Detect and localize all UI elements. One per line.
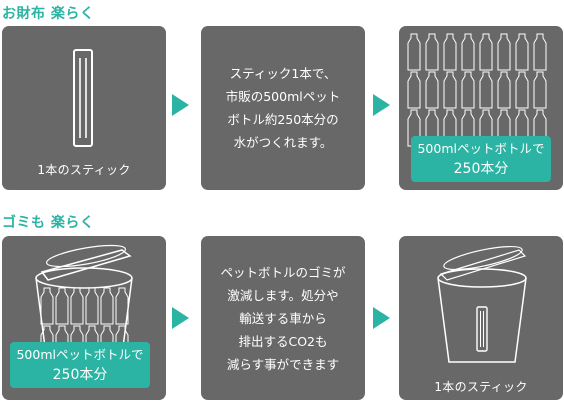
bin-with-bottles-card: 500mlペットボトルで 250本分 [2,236,166,400]
arrow-right-icon [172,307,189,329]
bottles-card: 500mlペットボトルで 250本分 [399,26,563,190]
arrow-right-icon [172,94,189,116]
explanation-card: ペットボトルのゴミが 激減します。処分や 輸送する車から 排出するCO2も 減ら… [201,236,365,400]
stick-label: 1本のスティック [434,380,528,394]
trash-bin-icon [437,245,527,363]
arrow-right-icon [373,307,390,329]
section-heading-waste: ゴミも 楽らく [2,215,95,231]
badge-line1: 500mlペットボトルで [16,347,144,362]
section-heading-wallet: お財布 楽らく [2,6,95,22]
arrow-right-icon [373,94,390,116]
bottles-badge: 500mlペットボトルで 250本分 [10,342,150,388]
badge-line2: 250本分 [453,161,509,177]
stick-icon [73,49,93,147]
explanation-card: スティック1本で、 市販の500mlペット ボトル約250本分の 水がつくれます… [201,26,365,190]
badge-line1: 500mlペットボトルで [417,141,545,156]
badge-line2: 250本分 [52,367,108,383]
stick-card: 1本のスティック [2,26,166,190]
explanation-text: スティック1本で、 市販の500mlペット ボトル約250本分の 水がつくれます… [225,66,341,150]
stick-label: 1本のスティック [37,163,131,177]
stick-icon [476,306,488,352]
bin-with-stick-card: 1本のスティック [399,236,563,400]
bottles-badge: 500mlペットボトルで 250本分 [411,136,551,182]
explanation-text: ペットボトルのゴミが 激減します。処分や 輸送する車から 排出するCO2も 減ら… [220,264,346,372]
